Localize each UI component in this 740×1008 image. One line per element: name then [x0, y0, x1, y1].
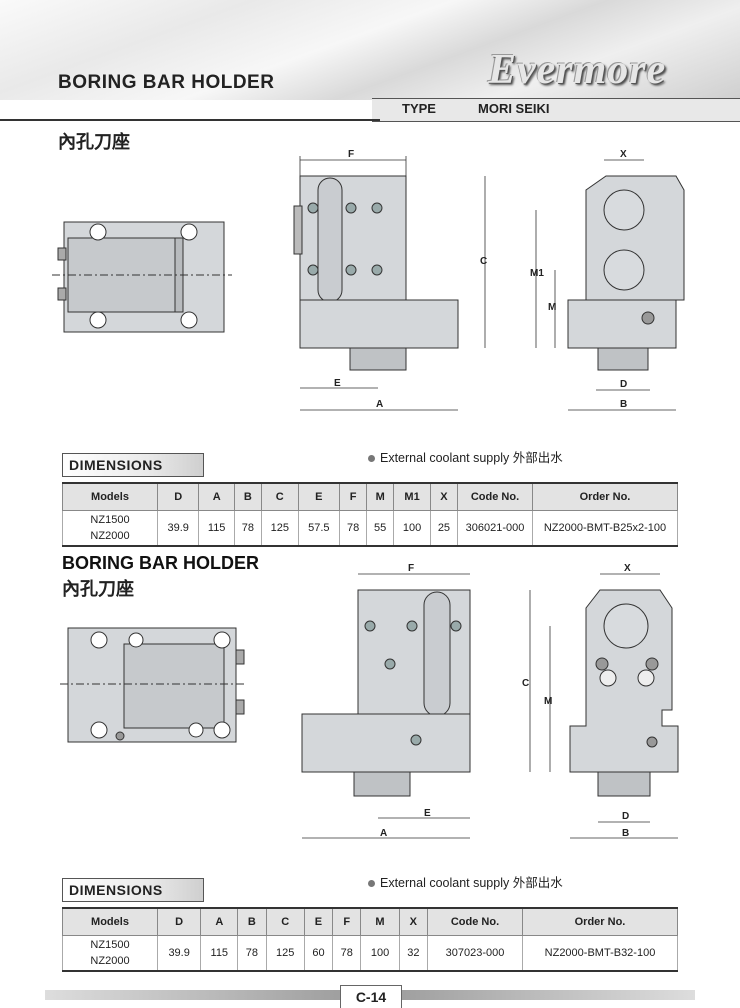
dim-label-m: M [548, 302, 556, 313]
type-label: TYPE [402, 101, 436, 116]
section1-coolant-note: External coolant supply 外部出水 [368, 447, 563, 466]
dim-label-d: D [622, 811, 629, 822]
dim-label-x: X [620, 149, 627, 160]
col-header: A [200, 907, 239, 936]
dim-label-m: M [544, 696, 552, 707]
section2-dimensions-box [62, 878, 204, 902]
col-header: Order No. [522, 907, 678, 936]
col-header: B [233, 482, 262, 511]
table-cell: 125 [260, 510, 299, 547]
table-cell: 57.5 [297, 510, 341, 547]
brand-logo: Evermore [488, 47, 667, 93]
col-header: F [332, 907, 362, 936]
table-cell: 78 [332, 935, 362, 972]
dim-label-f: F [348, 149, 354, 160]
section1-dimensions-label: DIMENSIONS [69, 457, 163, 473]
table-cell: 100 [360, 935, 400, 972]
col-header: C [260, 482, 299, 511]
dim-label-b: B [622, 828, 629, 839]
end-view-drawing [569, 589, 679, 797]
section1-drawings: F C E A X M1 M D B [52, 149, 685, 411]
col-header: D [156, 907, 202, 936]
side-view-drawing [60, 627, 246, 743]
table-cell: 307023-000 [427, 935, 523, 972]
dim-label-c: C [522, 678, 529, 689]
col-header: M [366, 482, 395, 511]
col-header: A [198, 482, 235, 511]
type-value: MORI SEIKI [478, 101, 550, 116]
table-cell: 60 [303, 935, 334, 972]
section2-title: BORING BAR HOLDER [62, 553, 259, 573]
table-header-row: Models D A B C E F M M1 X Code No. Order… [62, 482, 678, 511]
bullet-icon [368, 455, 375, 463]
type-band [372, 98, 740, 122]
front-view-drawing [293, 175, 459, 371]
col-header: X [429, 482, 459, 511]
table-cell: 78 [233, 510, 262, 547]
section2-dimensions-label: DIMENSIONS [69, 882, 163, 898]
table-cell: 125 [265, 935, 305, 972]
coolant-note-text: External coolant supply 外部出水 [380, 451, 563, 465]
col-header: E [303, 907, 334, 936]
table-cell: 78 [339, 510, 368, 547]
section2-coolant-note: External coolant supply 外部出水 [368, 872, 563, 891]
dim-label-e: E [334, 378, 341, 389]
header-rule [0, 119, 380, 121]
col-header: Models [62, 482, 158, 511]
section2-chinese-title: 內孔刀座 [62, 579, 134, 600]
dim-label-b: B [620, 399, 627, 410]
dim-label-c: C [480, 256, 487, 267]
section2-drawings: F C E A X M D B [60, 563, 679, 839]
table-cell: 55 [366, 510, 395, 547]
table-cell: 78 [237, 935, 267, 972]
table-cell: 32 [398, 935, 429, 972]
dim-label-e: E [424, 808, 431, 819]
col-header: Models [62, 907, 158, 936]
dim-label-a: A [380, 828, 387, 839]
section1-chinese-title: 內孔刀座 [58, 132, 130, 153]
col-header: M1 [393, 482, 431, 511]
dim-label-m1: M1 [530, 268, 544, 279]
col-header: Order No. [532, 482, 678, 511]
col-header: Code No. [427, 907, 523, 936]
col-header: C [265, 907, 305, 936]
end-view-drawing [567, 175, 685, 371]
dim-label-x: X [624, 563, 631, 574]
table-cell: 39.9 [156, 510, 200, 547]
page-title: BORING BAR HOLDER [58, 72, 275, 93]
col-header: D [156, 482, 200, 511]
col-header: X [398, 907, 429, 936]
col-header: E [297, 482, 341, 511]
dim-label-a: A [376, 399, 383, 410]
header-background [0, 0, 740, 100]
side-view-drawing [52, 221, 232, 333]
col-header: M [360, 907, 400, 936]
section1-dimensions-table: Models D A B C E F M M1 X Code No. Order… [62, 482, 678, 547]
bullet-icon [368, 880, 375, 888]
table-cell: 306021-000 [457, 510, 533, 547]
table-cell: 100 [393, 510, 431, 547]
col-header: Code No. [457, 482, 533, 511]
table-cell: 25 [429, 510, 459, 547]
col-header: B [237, 907, 267, 936]
table-cell: 39.9 [156, 935, 202, 972]
table-cell: 115 [198, 510, 235, 547]
table-cell: NZ2000-BMT-B32-100 [522, 935, 678, 972]
coolant-note-text: External coolant supply 外部出水 [380, 876, 563, 890]
table-cell: NZ2000-BMT-B25x2-100 [532, 510, 678, 547]
dim-label-f: F [408, 563, 414, 574]
dim-label-d: D [620, 379, 627, 390]
table-cell: 115 [200, 935, 239, 972]
col-header: F [339, 482, 368, 511]
section2-dimensions-table: Models D A B C E F M X Code No. Order No… [62, 907, 678, 972]
section1-dimensions-box [62, 453, 204, 477]
front-view-drawing [301, 589, 471, 797]
page-number: C-14 [340, 985, 402, 1008]
table-header-row: Models D A B C E F M X Code No. Order No… [62, 907, 678, 936]
